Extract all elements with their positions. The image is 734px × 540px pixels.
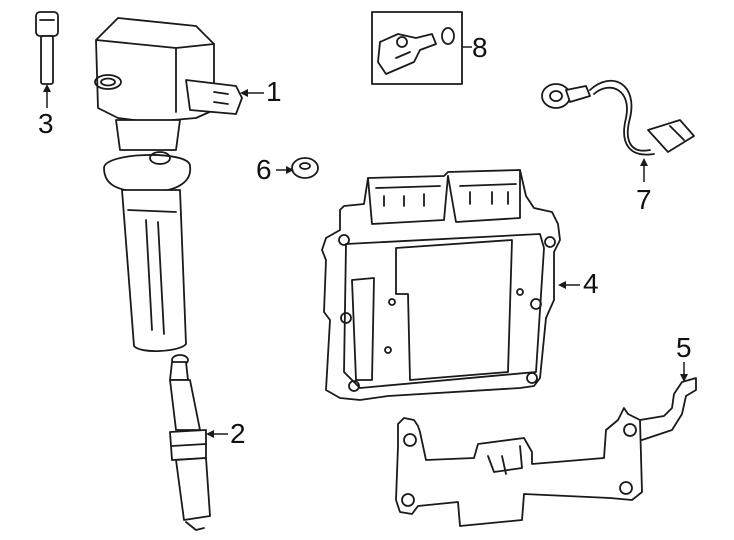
ecu-module-part-4 — [321, 169, 561, 401]
callout-5: 5 — [676, 332, 692, 363]
leader-line-2 — [206, 430, 228, 438]
callout-1: 1 — [266, 76, 282, 107]
callout-7: 7 — [636, 184, 652, 215]
leader-line-4 — [558, 281, 580, 289]
bracket-part-5 — [395, 377, 697, 527]
callout-6: 6 — [256, 154, 272, 185]
callout-4: 4 — [583, 268, 599, 299]
leader-line-7 — [640, 158, 648, 182]
ignition-coil-part-1 — [94, 17, 243, 352]
nut-part-6 — [291, 157, 319, 179]
leader-line-1 — [240, 89, 264, 97]
knock-sensor-part-7 — [541, 79, 695, 156]
spark-plug-part-2 — [169, 354, 211, 531]
callout-3: 3 — [38, 108, 54, 139]
leader-line-6 — [276, 166, 294, 174]
leader-line-3 — [43, 84, 51, 108]
sensor-part-8 — [371, 11, 463, 85]
bolt-part-3 — [35, 11, 59, 85]
leader-line-5 — [680, 362, 688, 382]
callout-8: 8 — [472, 32, 488, 63]
callout-2: 2 — [230, 418, 246, 449]
